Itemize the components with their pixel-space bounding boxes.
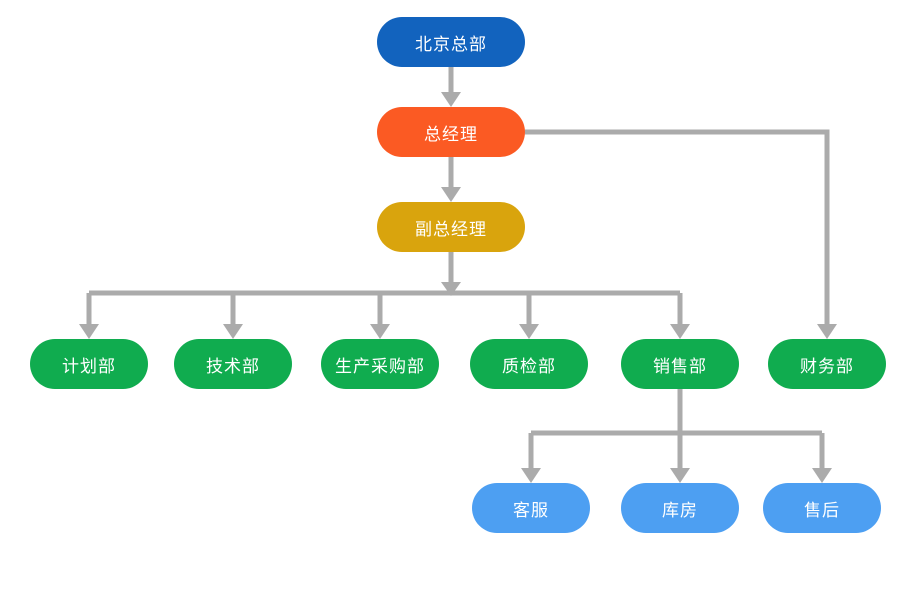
arrow-down-icon — [441, 282, 461, 296]
org-node-warehouse-label: 库房 — [662, 500, 698, 520]
org-node-tech: 技术部 — [174, 339, 292, 389]
org-node-production-label: 生产采购部 — [335, 356, 425, 376]
org-node-sales-label: 销售部 — [653, 356, 707, 376]
arrow-down-icon — [519, 324, 539, 339]
arrow-down-icon — [670, 468, 690, 483]
edge-gm-finance — [525, 129, 830, 325]
org-node-finance-label: 财务部 — [800, 356, 854, 376]
org-node-aftersales-label: 售后 — [804, 500, 840, 520]
org-node-service: 客服 — [472, 483, 590, 533]
arrow-down-icon — [812, 468, 832, 483]
org-node-production: 生产采购部 — [321, 339, 439, 389]
org-node-service-label: 客服 — [513, 500, 549, 520]
org-node-aftersales: 售后 — [763, 483, 881, 533]
org-node-hq: 北京总部 — [377, 17, 525, 67]
arrow-down-icon — [817, 324, 837, 339]
org-node-sales: 销售部 — [621, 339, 739, 389]
arrow-down-icon — [370, 324, 390, 339]
arrow-down-icon — [79, 324, 99, 339]
arrow-down-icon — [441, 187, 461, 202]
org-node-gm-label: 总经理 — [424, 124, 478, 144]
org-node-finance: 财务部 — [768, 339, 886, 389]
org-node-dgm-label: 副总经理 — [415, 219, 487, 239]
arrow-down-icon — [441, 92, 461, 107]
org-node-gm: 总经理 — [377, 107, 525, 157]
arrow-down-icon — [521, 468, 541, 483]
org-node-warehouse: 库房 — [621, 483, 739, 533]
org-node-dgm: 副总经理 — [377, 202, 525, 252]
org-node-planning-label: 计划部 — [62, 356, 116, 376]
org-node-qc: 质检部 — [470, 339, 588, 389]
arrow-down-icon — [223, 324, 243, 339]
org-node-tech-label: 技术部 — [206, 356, 260, 376]
org-node-planning: 计划部 — [30, 339, 148, 389]
arrow-down-icon — [670, 324, 690, 339]
org-node-qc-label: 质检部 — [502, 356, 556, 376]
org-node-hq-label: 北京总部 — [415, 34, 487, 54]
